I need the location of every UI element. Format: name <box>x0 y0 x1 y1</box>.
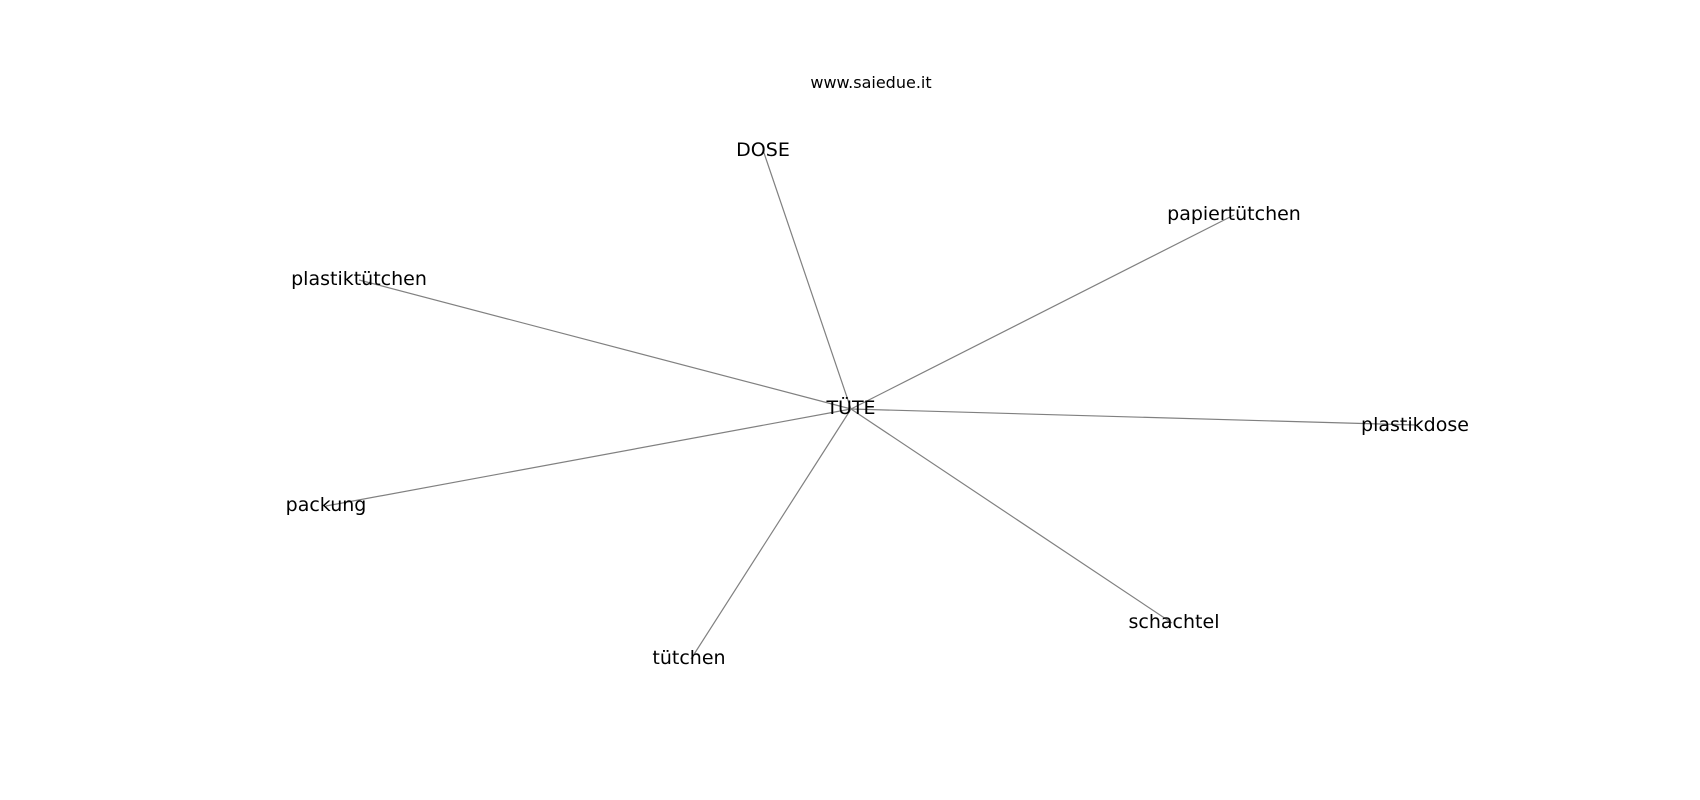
edge-tute-plastiktutchen <box>358 279 852 410</box>
site-label: www.saiedue.it <box>810 73 931 92</box>
node-tutchen: tütchen <box>652 647 725 669</box>
nodes: TÜTE DOSE papiertütchen plastiktütchen p… <box>286 139 1469 669</box>
node-packung: packung <box>286 494 367 516</box>
edge-tute-papiertutchen <box>850 214 1235 410</box>
node-plastiktutchen: plastiktütchen <box>291 268 427 290</box>
node-papiertutchen: papiertütchen <box>1167 203 1301 225</box>
node-plastikdose: plastikdose <box>1361 414 1469 436</box>
edge-tute-tutchen <box>690 408 852 660</box>
edge-tute-schachtel <box>850 408 1173 624</box>
node-dose: DOSE <box>736 139 790 161</box>
edge-tute-dose <box>762 149 852 410</box>
edge-tute-plastikdose <box>850 408 1416 426</box>
node-schachtel: schachtel <box>1129 611 1220 633</box>
edge-tute-packung <box>325 408 852 507</box>
edges <box>325 149 1416 660</box>
node-center: TÜTE <box>825 396 875 419</box>
